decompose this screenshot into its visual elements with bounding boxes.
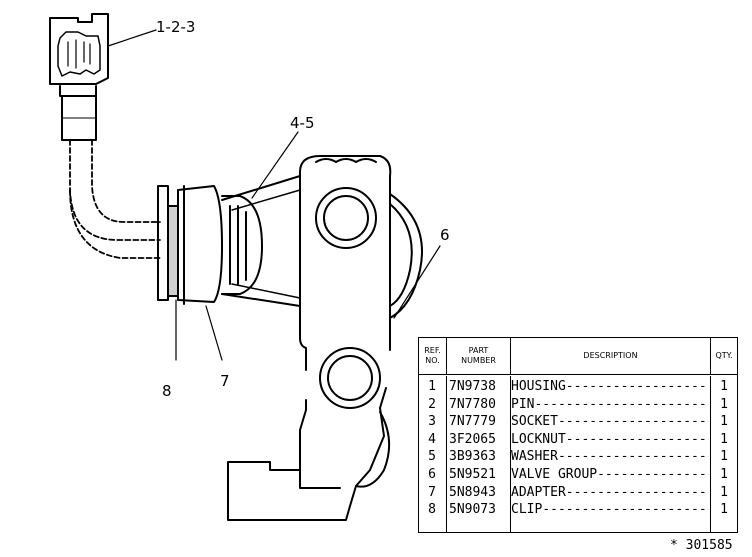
part-number-cell: 5N9073: [449, 502, 496, 518]
description-text: SOCKET: [511, 414, 558, 430]
leader-lines: [107, 29, 441, 361]
description-cell: ADAPTER-------------------: [511, 484, 709, 500]
header-ref-line2: NO.: [425, 356, 440, 365]
header-part-line2: NUMBER: [461, 356, 496, 365]
column-divider: [710, 376, 711, 532]
header-ref: REF.NO.: [419, 338, 447, 374]
header-part-line1: PART: [468, 346, 489, 355]
clip: [157, 185, 179, 301]
description-cell: VALVE GROUP---------------: [511, 467, 709, 482]
description-text: PIN: [511, 396, 535, 412]
ref-cell: 8: [428, 502, 436, 518]
header-description-label: DESCRIPTION: [583, 351, 638, 360]
ref-cell: 5: [428, 449, 436, 465]
part-number-cell: 5N8943: [449, 484, 496, 500]
qty-cell: 1: [720, 396, 728, 412]
ref-cell: 4: [428, 431, 436, 447]
table-row: 3 7N7779 SOCKET-------------------- 1: [419, 413, 737, 431]
qty-cell: 1: [720, 379, 728, 394]
header-qty-label: QTY.: [715, 351, 733, 360]
header-qty: QTY.: [711, 338, 737, 374]
table-row: 8 5N9073 CLIP----------------------- 1: [419, 501, 737, 519]
valve-group-body: [227, 155, 423, 521]
description-cell: SOCKET--------------------: [511, 414, 709, 430]
table-row: 7 5N8943 ADAPTER------------------- 1: [419, 484, 737, 502]
callout-6: 6: [440, 226, 450, 244]
callout-7: 7: [220, 372, 230, 390]
qty-cell: 1: [720, 467, 728, 482]
table-row: 2 7N7780 PIN------------------------ 1: [419, 396, 737, 414]
table-body: 1 7N9738 HOUSING------------------ 1 2 7…: [419, 376, 737, 532]
locknut-washer: [221, 175, 301, 307]
column-divider: [446, 376, 447, 532]
ref-cell: 1: [428, 379, 436, 394]
callout-8: 8: [162, 382, 172, 400]
description-cell: LOCKNUT-------------------: [511, 431, 709, 447]
table-row: 5 3B9363 WASHER-------------------- 1: [419, 448, 737, 466]
description-cell: WASHER--------------------: [511, 449, 709, 465]
callout-1-2-3: 1-2-3: [156, 18, 196, 36]
column-divider: [510, 376, 511, 532]
description-cell: HOUSING------------------: [511, 379, 707, 394]
description-cell: CLIP-----------------------: [511, 502, 709, 518]
document-number: * 301585: [670, 538, 733, 553]
description-text: LOCKNUT: [511, 431, 566, 447]
description-text: VALVE GROUP: [511, 467, 598, 482]
qty-cell: 1: [720, 431, 728, 447]
adapter: [177, 185, 223, 305]
description-text: HOUSING: [511, 379, 566, 394]
description-text: CLIP: [511, 502, 543, 518]
qty-cell: 1: [720, 414, 728, 430]
part-number-cell: 7N7780: [449, 396, 496, 412]
header-description: DESCRIPTION: [511, 338, 711, 374]
ref-cell: 3: [428, 414, 436, 430]
ref-cell: 7: [428, 484, 436, 500]
header-ref-line1: REF.: [424, 346, 441, 355]
ref-cell: 6: [428, 467, 436, 482]
description-text: ADAPTER: [511, 484, 566, 500]
part-number-cell: 7N9738: [449, 379, 496, 394]
part-number-cell: 3F2065: [449, 431, 496, 447]
qty-cell: 1: [720, 449, 728, 465]
description-cell: PIN------------------------: [511, 396, 709, 412]
description-text: WASHER: [511, 449, 558, 465]
part-number-cell: 3B9363: [449, 449, 496, 465]
wiring-cable: [69, 139, 161, 259]
callout-4-5: 4-5: [290, 114, 315, 132]
qty-cell: 1: [720, 484, 728, 500]
table-row: 4 3F2065 LOCKNUT------------------- 1: [419, 431, 737, 449]
part-number-cell: 7N7779: [449, 414, 496, 430]
qty-cell: 1: [720, 502, 728, 518]
ref-cell: 2: [428, 396, 436, 412]
table-row: 6 5N9521 VALVE GROUP--------------- 1: [419, 466, 737, 484]
part-number-cell: 5N9521: [449, 467, 496, 482]
table-row: 1 7N9738 HOUSING------------------ 1: [419, 378, 737, 396]
housing-connector: [49, 13, 109, 141]
header-divider: [419, 374, 737, 375]
